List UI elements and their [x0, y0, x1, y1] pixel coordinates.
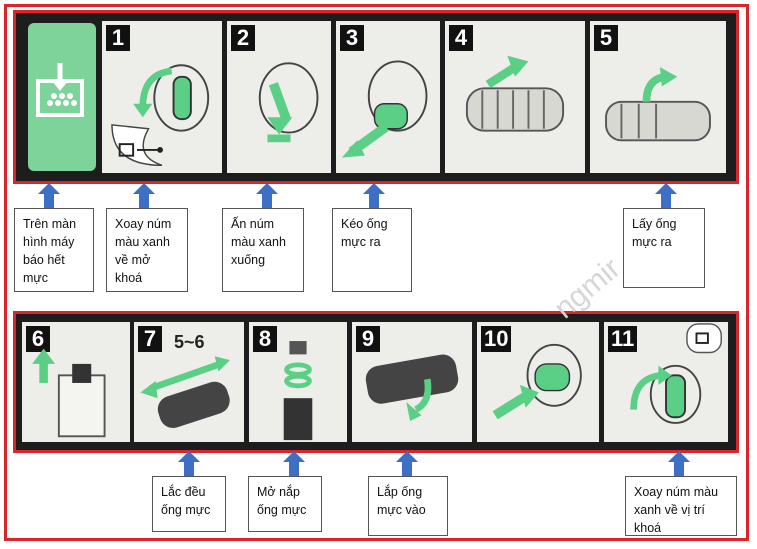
top-step-strip: 1 2 3 4: [13, 10, 739, 184]
step-7-number: 7: [138, 326, 162, 352]
up-arrow-icon: [283, 451, 305, 477]
caption-step-empty: Trên màn hình máy báo hết mực: [14, 208, 94, 292]
step-9-number: 9: [356, 326, 380, 352]
step-5-panel: 5: [590, 21, 726, 173]
lock-knob-illustration: [630, 323, 722, 424]
step-8-number: 8: [253, 326, 277, 352]
step-10-panel: 10: [477, 322, 599, 442]
step-11-panel: 11: [604, 322, 728, 442]
shake-cartridge-illustration: [140, 356, 230, 428]
remove-cartridge-illustration: [605, 67, 711, 142]
step-1-panel: 1: [102, 21, 222, 173]
caption-step-2: Ấn núm màu xanh xuống: [222, 208, 304, 292]
open-cap-illustration: [283, 341, 313, 441]
slide-cartridge-illustration: [465, 55, 565, 132]
step-5-number: 5: [594, 25, 618, 51]
step-8-panel: 8: [249, 322, 347, 442]
step-6-number: 6: [26, 326, 50, 352]
unlock-knob-illustration: [111, 64, 210, 167]
toner-empty-indicator: [28, 23, 108, 171]
step-7-panel: 7 5~6: [134, 322, 244, 442]
insert-cartridge-illustration: [365, 354, 459, 422]
caption-step-8: Mở nắp ống mực: [248, 476, 322, 532]
caption-step-11: Xoay núm màu xanh về vị trí khoá: [625, 476, 737, 536]
bottom-step-strip: 6 7 5~6 8 9: [13, 311, 739, 453]
take-new-cartridge-illustration: [32, 348, 106, 438]
caption-step-1: Xoay núm màu xanh về mở khoá: [106, 208, 188, 292]
caption-step-3: Kéo ống mực ra: [332, 208, 412, 292]
step-2-number: 2: [231, 25, 255, 51]
up-arrow-icon: [363, 183, 385, 209]
shake-count-label: 5~6: [174, 332, 205, 352]
pull-cartridge-illustration: [341, 60, 428, 158]
step-2-panel: 2: [227, 21, 331, 173]
up-arrow-icon: [178, 451, 200, 477]
up-arrow-icon: [256, 183, 278, 209]
caption-step-7: Lắc đều ống mực: [152, 476, 226, 532]
step-4-number: 4: [449, 25, 473, 51]
up-arrow-icon: [655, 183, 677, 209]
step-9-panel: 9: [352, 322, 472, 442]
step-1-number: 1: [106, 25, 130, 51]
step-4-panel: 4: [445, 21, 585, 173]
up-arrow-icon: [38, 183, 60, 209]
step-10-number: 10: [481, 326, 512, 352]
caption-step-9: Lắp ống mực vào: [368, 476, 448, 536]
up-arrow-icon: [396, 451, 418, 477]
step-3-number: 3: [340, 25, 364, 51]
step-3-panel: 3: [336, 21, 440, 173]
up-arrow-icon: [133, 183, 155, 209]
caption-step-5: Lấy ống mực ra: [623, 208, 705, 288]
step-11-number: 11: [608, 326, 638, 352]
press-knob-illustration: [258, 62, 319, 143]
up-arrow-icon: [668, 451, 690, 477]
outer-frame: [4, 4, 749, 541]
toner-bin-icon: [36, 63, 108, 117]
step-6-panel: 6: [22, 322, 130, 442]
push-cartridge-illustration: [492, 343, 582, 420]
